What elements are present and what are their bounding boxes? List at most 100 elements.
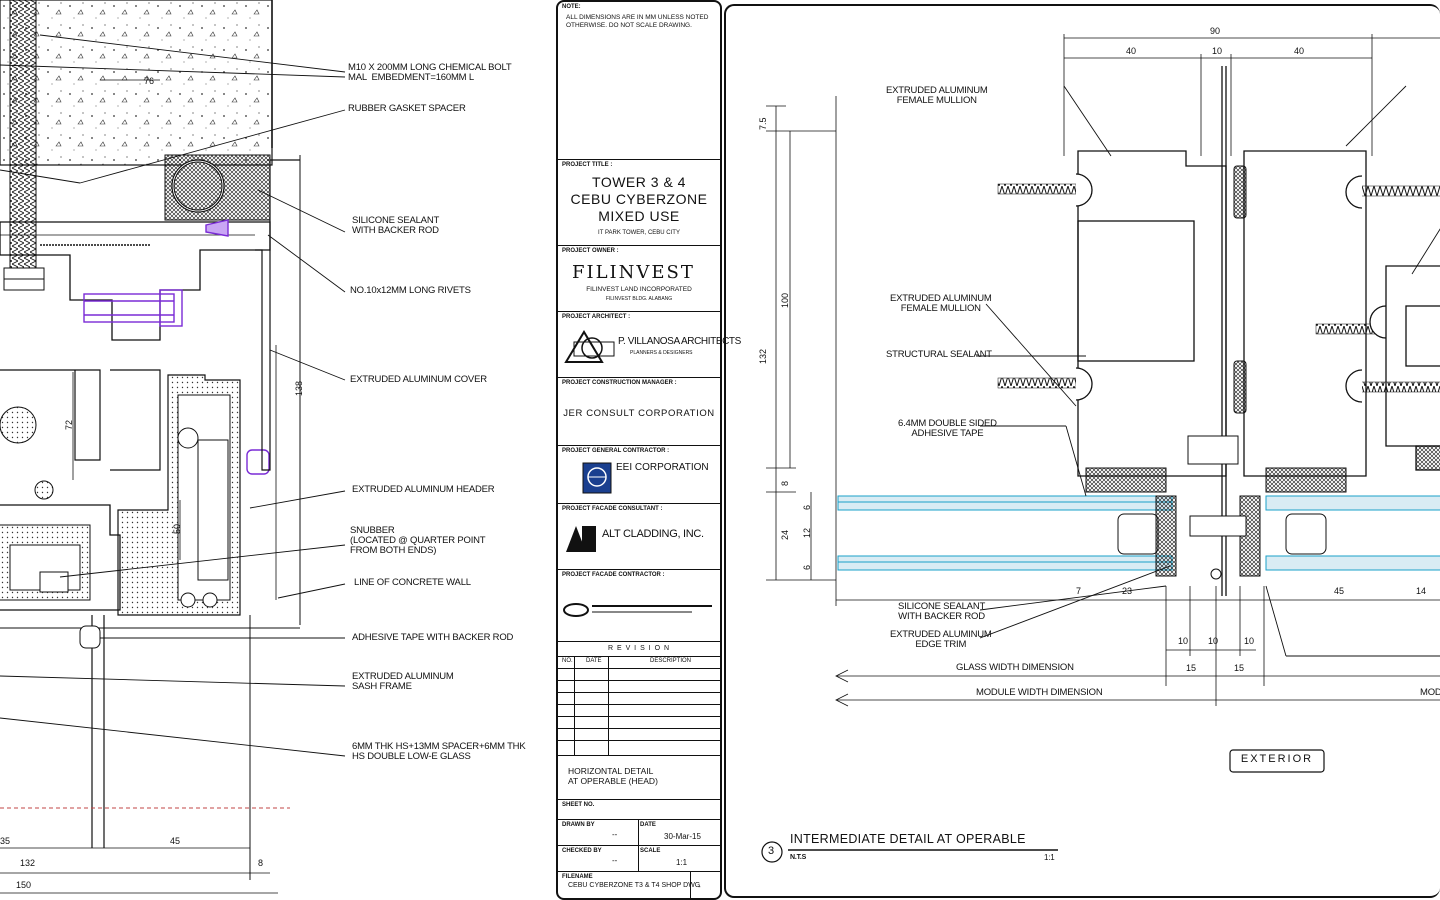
glass-label: 6MM THK HS+13MM SPACER+6MM THK HS DOUBLE…	[352, 741, 526, 762]
general-contractor-section: PROJECT GENERAL CONTRACTOR : EEI CORPORA…	[558, 446, 720, 504]
rdim-14: 14	[1416, 586, 1427, 596]
cover-label: EXTRUDED ALUMINUM COVER	[350, 374, 487, 385]
revision-col-date: DATE	[586, 658, 602, 664]
title-block: NOTE: ALL DIMENSIONS ARE IN MM UNLESS NO…	[556, 0, 741, 900]
revision-section: R E V I S I O N NO. DATE DESCRIPTION	[558, 642, 720, 756]
dim-76: 76	[144, 76, 155, 86]
rdim-23: 23	[1122, 586, 1133, 596]
filename-number: -	[698, 882, 701, 891]
caption-scale-value: 1:1	[1044, 853, 1055, 862]
silicone-sealant-label: SILICONE SEALANT WITH BACKER ROD	[352, 215, 440, 236]
dim-72: 72	[64, 419, 74, 430]
facade-consultant-heading: PROJECT FACADE CONSULTANT :	[562, 506, 663, 512]
owner-heading: PROJECT OWNER :	[562, 248, 619, 254]
drawn-by-heading: DRAWN BY	[562, 822, 595, 828]
caption-title: INTERMEDIATE DETAIL AT OPERABLE	[790, 832, 1026, 846]
right-detail-drawing: EXTRUDED ALUMINUM FEMALE MULLION EXTRUDE…	[724, 4, 1440, 898]
facade-consultant-section: PROJECT FACADE CONSULTANT : ALT CLADDING…	[558, 504, 720, 570]
rdim-40a: 40	[1126, 46, 1137, 56]
dim-45: 45	[170, 836, 181, 846]
module-width-label: MODULE WIDTH DIMENSION	[976, 687, 1103, 698]
rdim-15b: 15	[1234, 663, 1245, 673]
rdim-45: 45	[1334, 586, 1345, 596]
revision-heading: R E V I S I O N	[607, 645, 671, 652]
general-contractor-heading: PROJECT GENERAL CONTRACTOR :	[562, 448, 670, 454]
left-detail-drawing: M10 X 200MM LONG CHEMICAL BOLT MAL EMBED…	[0, 0, 556, 900]
architect-sub: PLANNERS & DESIGNERS	[630, 350, 693, 356]
rubber-gasket-label: RUBBER GASKET SPACER	[348, 103, 466, 114]
rivets-label: NO.10x12MM LONG RIVETS	[350, 285, 471, 296]
date-value: 30-Mar-15	[664, 832, 701, 841]
scale-heading: SCALE	[640, 848, 661, 854]
notes-section: NOTE: ALL DIMENSIONS ARE IN MM UNLESS NO…	[558, 2, 720, 160]
concrete-wall-label: LINE OF CONCRETE WALL	[354, 577, 471, 588]
caption-scale-label: N.T.S	[790, 854, 807, 861]
construction-manager-name: JER CONSULT CORPORATION	[563, 408, 715, 419]
exterior-label: EXTERIOR	[1240, 753, 1314, 765]
rdim-7-5: 7.5	[758, 117, 768, 130]
architect-heading: PROJECT ARCHITECT :	[562, 314, 631, 320]
revision-col-description: DESCRIPTION	[650, 658, 692, 664]
rdim-10a: 10	[1212, 46, 1223, 56]
alt-logo-icon	[566, 526, 596, 552]
sheet-title: HORIZONTAL DETAIL AT OPERABLE (HEAD)	[568, 766, 658, 786]
rdim-6a: 6	[802, 504, 812, 510]
right-detail-linework	[761, 34, 1440, 863]
adhesive-tape-label: ADHESIVE TAPE WITH BACKER ROD	[352, 632, 514, 643]
general-contractor-name: EEI CORPORATION	[616, 462, 709, 473]
left-detail-linework	[0, 0, 346, 894]
rdim-6b: 6	[802, 564, 812, 570]
rdim-40b: 40	[1294, 46, 1305, 56]
drawn-date-section: DRAWN BY -- DATE 30-Mar-15	[558, 820, 720, 846]
caption-number: 3	[768, 845, 774, 857]
rdim-132: 132	[758, 348, 768, 364]
project-location: IT PARK TOWER, CEBU CITY	[598, 230, 680, 236]
architect-name: P. VILLANOSA ARCHITECTS	[618, 336, 741, 347]
rdim-90: 90	[1210, 26, 1221, 36]
revision-col-no: NO.	[562, 658, 573, 664]
facade-contractor-logo-icon	[563, 603, 712, 617]
owner-address: FILINVEST BLDG. ALABANG	[605, 296, 673, 302]
rdim-15a: 15	[1186, 663, 1197, 673]
rdim-100: 100	[780, 292, 790, 308]
construction-manager-heading: PROJECT CONSTRUCTION MANAGER :	[562, 380, 677, 386]
filename-value: CEBU CYBERZONE T3 & T4 SHOP DWG	[568, 882, 701, 889]
dim-50: 50	[172, 523, 182, 534]
header-label: EXTRUDED ALUMINUM HEADER	[352, 484, 495, 495]
owner-section: PROJECT OWNER : FILINVEST FILINVEST LAND…	[558, 246, 720, 312]
notes-heading: NOTE:	[562, 4, 581, 10]
female-mullion-top-label: EXTRUDED ALUMINUM FEMALE MULLION	[886, 85, 988, 106]
dim-132: 132	[20, 858, 36, 868]
checked-by-value: --	[612, 856, 618, 865]
rdim-8: 8	[780, 480, 790, 486]
dim-35: 35	[0, 836, 11, 846]
construction-manager-section: PROJECT CONSTRUCTION MANAGER : JER CONSU…	[558, 378, 720, 446]
filename-heading: FILENAME	[562, 874, 593, 880]
snubber-label: SNUBBER (LOCATED @ QUARTER POINT FROM BO…	[350, 525, 486, 556]
checked-scale-section: CHECKED BY -- SCALE 1:1	[558, 846, 720, 872]
facade-contractor-heading: PROJECT FACADE CONTRACTOR :	[562, 572, 665, 578]
architect-section: PROJECT ARCHITECT : P. VILLANOSA ARCHITE…	[558, 312, 741, 378]
female-mullion-mid-label: EXTRUDED ALUMINUM FEMALE MULLION	[890, 293, 992, 314]
rdim-10d: 10	[1244, 636, 1255, 646]
silicone-sealant-label-right: SILICONE SEALANT WITH BACKER ROD	[898, 601, 986, 622]
structural-sealant-label: STRUCTURAL SEALANT	[886, 349, 992, 360]
glass-width-label: GLASS WIDTH DIMENSION	[956, 662, 1074, 673]
filename-section: FILENAME CEBU CYBERZONE T3 & T4 SHOP DWG…	[558, 872, 720, 898]
owner-logo: FILINVEST	[572, 262, 695, 283]
sash-frame-label: EXTRUDED ALUMINUM SASH FRAME	[352, 671, 454, 692]
dim-8: 8	[258, 858, 264, 868]
project-title: TOWER 3 & 4 CEBU CYBERZONE MIXED USE	[570, 174, 708, 224]
notes-text: ALL DIMENSIONS ARE IN MM UNLESS NOTED OT…	[566, 14, 709, 29]
owner-name: FILINVEST LAND INCORPORATED	[586, 286, 692, 293]
project-title-heading: PROJECT TITLE :	[562, 162, 613, 168]
architect-logo-icon	[564, 330, 615, 363]
dim-150: 150	[16, 880, 32, 890]
facade-contractor-section: PROJECT FACADE CONTRACTOR :	[558, 570, 720, 642]
sheet-no-heading: SHEET NO.	[562, 802, 595, 808]
scale-value: 1:1	[676, 858, 688, 867]
rdim-10c: 10	[1208, 636, 1219, 646]
edge-trim-label: EXTRUDED ALUMINUM EDGE TRIM	[890, 629, 992, 650]
drawn-by-value: --	[612, 830, 618, 839]
rdim-7: 7	[1076, 586, 1082, 596]
